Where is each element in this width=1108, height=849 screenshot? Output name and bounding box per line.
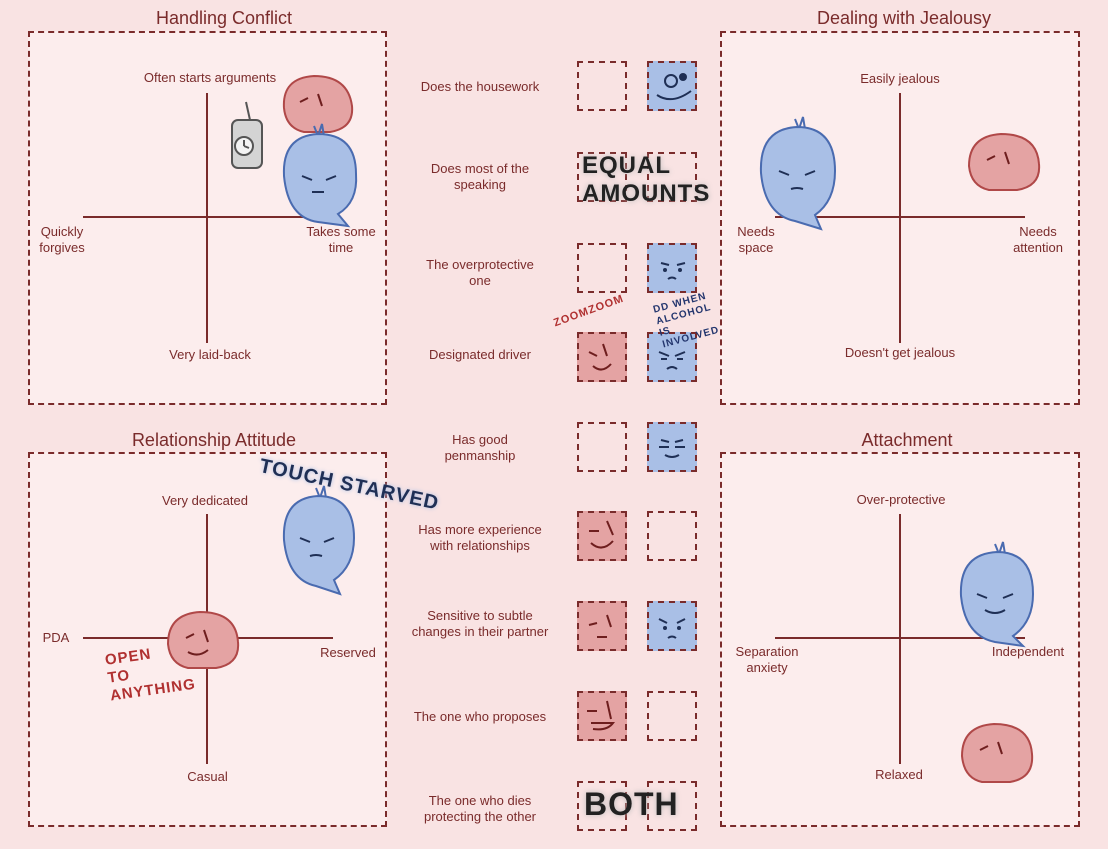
relationship-attitude-right-label: Reserved <box>320 645 376 660</box>
equal-amounts-scrawl: EQUAL AMOUNTS <box>582 152 711 207</box>
stopwatch-hand-icon <box>231 101 263 169</box>
dealing-jealousy-top-label: Easily jealous <box>860 71 940 86</box>
left-answer-box <box>577 422 627 472</box>
red-character-icon <box>960 722 1034 783</box>
left-answer-box <box>577 243 627 293</box>
blue-face-icon <box>660 262 686 280</box>
dd-when-alcohol-scrawl: DD WHEN ALCOHOL IS INVOLVED <box>652 290 721 351</box>
attachment-right-label: Independent <box>991 644 1065 659</box>
dealing-jealousy-bottom-label: Doesn't get jealous <box>844 345 956 360</box>
blue-face-icon <box>659 439 685 458</box>
attachment-bottom-label: Relaxed <box>875 767 923 782</box>
blue-face-icon <box>658 618 686 639</box>
comparison-label: Has more experience with relationships <box>418 522 542 553</box>
comparison-label: The one who dies protecting the other <box>423 793 537 824</box>
left-answer-box <box>577 332 627 382</box>
attachment-left-label: Separation anxiety <box>735 644 799 675</box>
red-character-icon <box>282 74 354 133</box>
comparison-label: Does the housework <box>420 79 540 94</box>
comparison-label: The one who proposes <box>413 709 547 724</box>
attachment-top-label: Over-protective <box>856 492 946 507</box>
attachment-title: Attachment <box>835 430 979 451</box>
zoom-zoom-scrawl: ZOOMZOOM <box>552 292 626 330</box>
handling-conflict-top-label: Often starts arguments <box>143 70 277 85</box>
blue-character-icon <box>282 485 356 596</box>
handling-conflict-title: Handling Conflict <box>120 8 328 29</box>
dealing-jealousy-h-axis <box>775 216 1025 218</box>
relationship-attitude-top-label: Very dedicated <box>161 493 248 508</box>
right-answer-box <box>647 152 697 202</box>
attachment-h-axis <box>775 637 1025 639</box>
blue-face-icon <box>656 73 692 101</box>
red-face-icon <box>589 520 614 549</box>
right-answer-box <box>647 332 697 382</box>
comparison-label: Does most of the speaking <box>430 161 530 192</box>
left-answer-box <box>577 152 627 202</box>
right-answer-box <box>647 691 697 741</box>
blue-character-icon <box>282 123 358 228</box>
left-answer-box <box>577 691 627 741</box>
relationship-attitude-title: Relationship Attitude <box>105 430 323 451</box>
comparison-label: Has good penmanship <box>444 432 516 463</box>
handling-conflict-h-axis <box>83 216 333 218</box>
comparison-label: Sensitive to subtle changes in their par… <box>411 608 549 639</box>
red-character-icon <box>166 610 240 669</box>
blue-face-icon <box>658 351 686 370</box>
red-face-icon <box>587 700 616 731</box>
red-face-icon <box>588 614 612 638</box>
dealing-jealousy-title: Dealing with Jealousy <box>790 8 1018 29</box>
comparison-label: Designated driver <box>429 347 531 362</box>
left-answer-box <box>577 61 627 111</box>
comparison-label: The overprotective one <box>426 257 534 288</box>
dealing-jealousy-right-label: Needs attention <box>1013 224 1063 255</box>
dealing-jealousy-left-label: Needs space <box>737 224 775 255</box>
left-answer-box <box>577 511 627 561</box>
handling-conflict-left-label: Quickly forgives <box>39 224 85 255</box>
relationship-attitude-left-label: PDA <box>42 630 70 645</box>
right-answer-box <box>647 61 697 111</box>
red-character-icon <box>967 132 1041 191</box>
left-answer-box <box>577 601 627 651</box>
right-answer-box <box>647 511 697 561</box>
right-answer-box <box>647 781 697 831</box>
right-answer-box <box>647 422 697 472</box>
both-scrawl: BOTH <box>584 786 679 822</box>
attachment-v-axis <box>899 514 901 764</box>
blue-character-icon <box>759 116 837 231</box>
right-answer-box <box>647 243 697 293</box>
right-answer-box <box>647 601 697 651</box>
red-face-icon <box>588 343 612 371</box>
handling-conflict-right-label: Takes some time <box>306 224 376 255</box>
dealing-jealousy-v-axis <box>899 93 901 343</box>
relationship-attitude-bottom-label: Casual <box>187 769 228 784</box>
handling-conflict-bottom-label: Very laid-back <box>169 347 251 362</box>
blue-character-icon <box>959 541 1035 648</box>
handling-conflict-v-axis <box>206 93 208 343</box>
left-answer-box <box>577 781 627 831</box>
